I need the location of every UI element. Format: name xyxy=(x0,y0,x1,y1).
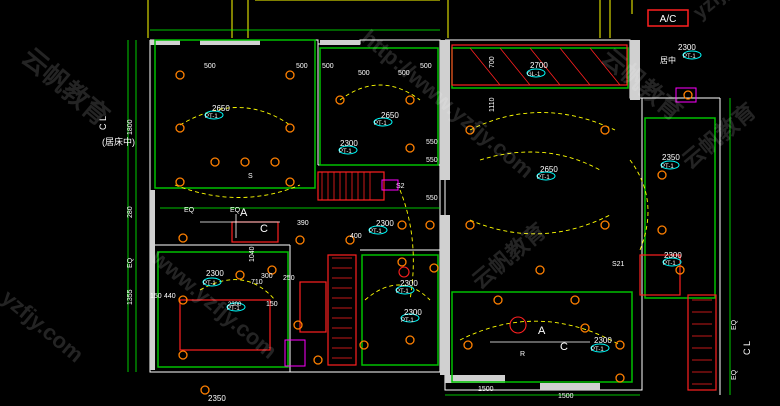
height-tag-m: PT-1 xyxy=(591,347,604,353)
height-tag-l: PT-1 xyxy=(663,261,676,267)
dimension-texts: 500 500 500 500 500 500 700 1110 1800 28… xyxy=(127,56,738,400)
dim-500-f: 500 xyxy=(420,63,432,70)
height-tag-e: PT-1 xyxy=(203,281,216,287)
dim-150-a: 150 xyxy=(150,293,162,300)
dim-280: 280 xyxy=(127,206,134,218)
section-markers xyxy=(200,214,590,343)
label-r: R xyxy=(520,351,525,358)
dim-710: 710 xyxy=(251,279,263,286)
dim-400: 400 xyxy=(350,233,362,240)
dim-eq-d: EQ xyxy=(731,319,738,330)
green-partitions xyxy=(154,39,716,383)
height-2300-h: 2300 xyxy=(228,302,242,308)
height-2650-b: 2650 xyxy=(381,111,399,120)
dim-1500-b: 1500 xyxy=(558,393,574,400)
height-2300-i: 2300 xyxy=(678,43,696,52)
dim-eq-c: EQ xyxy=(127,257,134,268)
height-2300-g: 2300 xyxy=(404,308,422,317)
dim-550-a: 550 xyxy=(426,139,438,146)
dim-1110: 1110 xyxy=(489,97,496,112)
dim-eq-e: EQ xyxy=(731,369,738,380)
height-2300-k: 2300 xyxy=(594,336,612,345)
label-s21: S21 xyxy=(612,261,625,268)
dim-1355: 1355 xyxy=(127,289,134,305)
height-tag-j: PT-1 xyxy=(683,54,696,60)
height-2350-a: 2350 xyxy=(662,153,680,162)
height-2300-c: 2300 xyxy=(340,139,358,148)
label-s: S xyxy=(248,173,253,180)
height-2300-f: 2300 xyxy=(400,279,418,288)
height-tag-g: PT-1 xyxy=(401,318,414,324)
dim-550-b: 550 xyxy=(426,157,438,164)
cabinet-hatching xyxy=(321,47,712,385)
height-tag-i: PT-1 xyxy=(537,175,550,181)
height-tag-b: PT-1 xyxy=(374,121,387,127)
ceiling-height-texts: 2650 PT-1 2650 PT-1 2300 PT-1 2300 PT-1 … xyxy=(203,43,696,403)
dim-700: 700 xyxy=(489,56,496,68)
dim-440: 440 xyxy=(164,293,176,300)
annotation-labels: (居床中) 居中 C L C L A C A C S R S2 S21 xyxy=(98,55,752,358)
dim-250: 250 xyxy=(283,275,295,282)
dim-500-c: 500 xyxy=(322,63,334,70)
label-section-c2: C xyxy=(560,341,568,353)
label-bed-center: (居床中) xyxy=(102,136,135,147)
height-tag-f: PT-1 xyxy=(396,289,409,295)
ac-label: A/C xyxy=(660,14,677,25)
height-tag-a: PT-1 xyxy=(205,114,218,120)
dim-500-d: 500 xyxy=(358,70,370,77)
dim-300: 300 xyxy=(261,273,273,280)
dim-500-e: 500 xyxy=(398,70,410,77)
height-tag-d: PT-1 xyxy=(369,229,382,235)
height-tag-k: PT-1 xyxy=(661,164,674,170)
label-section-c: C xyxy=(260,223,268,235)
height-tag-gl: GL-1 xyxy=(527,72,541,78)
height-2350-b: 2350 xyxy=(208,394,226,403)
ceiling-height-markers xyxy=(202,50,702,353)
cabinets xyxy=(179,44,717,391)
dimension-lines xyxy=(127,29,731,396)
dim-500-b: 500 xyxy=(296,63,308,70)
height-2700: 2700 xyxy=(530,61,548,70)
label-cl-left: C L xyxy=(98,116,108,130)
label-section-a2: A xyxy=(538,325,546,337)
dim-390: 390 xyxy=(297,220,309,227)
dim-550-c: 550 xyxy=(426,195,438,202)
dim-1800: 1800 xyxy=(127,119,134,135)
wall-hatch xyxy=(150,40,640,390)
height-2650-c: 2650 xyxy=(540,165,558,174)
label-section-a: A xyxy=(240,207,248,219)
dim-eq-a: EQ xyxy=(184,207,195,214)
height-tag-c: PT-1 xyxy=(339,149,352,155)
dim-150-b: 150 xyxy=(266,301,278,308)
height-tag-h: PT-1 xyxy=(227,306,240,312)
height-2650-a: 2650 xyxy=(212,104,230,113)
ac-unit-box: A/C xyxy=(647,9,689,27)
fixtures-equipment xyxy=(284,87,697,367)
plumbing-fixtures xyxy=(398,266,527,334)
top-extension-lines xyxy=(147,0,633,38)
label-center: 居中 xyxy=(660,55,676,65)
label-cl-right: C L xyxy=(742,341,752,355)
height-2300-e: 2300 xyxy=(206,269,224,278)
label-s2: S2 xyxy=(396,183,405,190)
dim-500-a: 500 xyxy=(204,63,216,70)
height-2300-d: 2300 xyxy=(376,219,394,228)
dim-1500-a: 1500 xyxy=(478,386,494,393)
height-2300-j: 2300 xyxy=(664,251,682,260)
dim-1040: 1040 xyxy=(249,246,256,262)
dim-eq-b: EQ xyxy=(230,207,241,214)
light-fixtures xyxy=(175,70,693,395)
